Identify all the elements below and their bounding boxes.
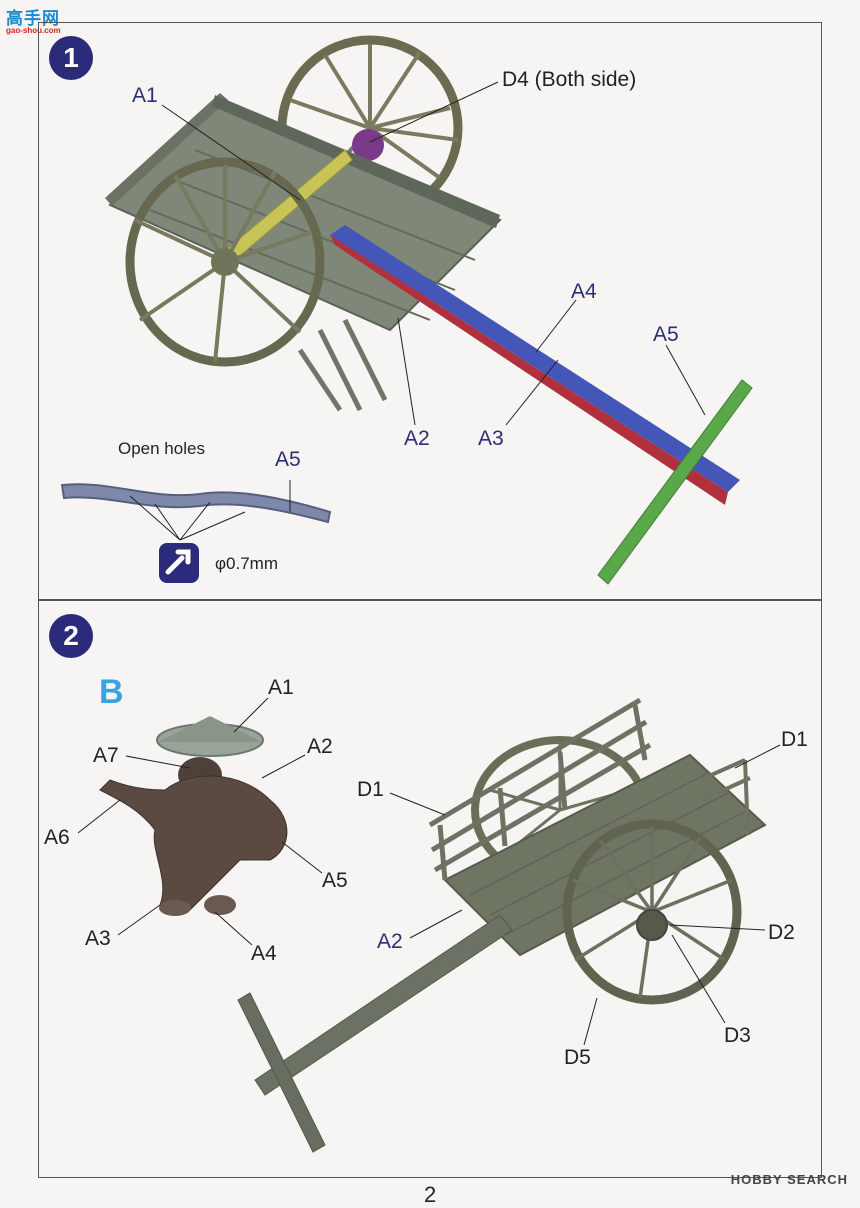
- subassembly-letter: B: [99, 673, 124, 711]
- drill-icon: [159, 543, 199, 583]
- label-cart-d3: D3: [724, 1024, 751, 1047]
- label-cart-a2: A2: [377, 930, 403, 953]
- step2-cart: [237, 697, 767, 1153]
- step-2-badge: 2: [49, 614, 93, 658]
- label-fig-a5: A5: [322, 869, 348, 892]
- label-a5: A5: [653, 323, 679, 346]
- label-fig-a1: A1: [268, 676, 294, 699]
- label-a3: A3: [478, 427, 504, 450]
- step-1-badge: 1: [49, 36, 93, 80]
- a5-detail-part: [60, 480, 332, 541]
- label-fig-a4: A4: [251, 942, 277, 965]
- label-fig-a3: A3: [85, 927, 111, 950]
- step1-front-wheel: [125, 157, 325, 367]
- hobby-search-logo: HOBBY SEARCH: [730, 1172, 848, 1187]
- watermark-text: 高手网: [6, 9, 60, 29]
- label-cart-d1-left: D1: [357, 778, 384, 801]
- label-fig-a6: A6: [44, 826, 70, 849]
- label-cart-d5: D5: [564, 1046, 591, 1069]
- label-a1: A1: [132, 84, 158, 107]
- step2-figure: [99, 716, 288, 916]
- label-drill-size: φ0.7mm: [215, 554, 278, 573]
- watermark-url: gao-shou.com: [6, 26, 61, 35]
- label-fig-a7: A7: [93, 744, 119, 767]
- label-d4: D4 (Both side): [502, 68, 637, 91]
- label-open-holes: Open holes: [118, 439, 205, 458]
- page-number: 2: [424, 1182, 437, 1207]
- label-fig-a2: A2: [307, 735, 333, 758]
- label-a2: A2: [404, 427, 430, 450]
- watermark-logo: 高手网 gao-shou.com: [4, 4, 74, 38]
- step-2-panel: 2 B: [38, 600, 822, 1178]
- label-a4: A4: [571, 280, 597, 303]
- label-a5-detail: A5: [275, 448, 301, 471]
- label-cart-d2: D2: [768, 921, 795, 944]
- step1-cart: [105, 35, 753, 585]
- label-cart-d1-right: D1: [781, 728, 808, 751]
- step-1-panel: 1: [38, 22, 822, 600]
